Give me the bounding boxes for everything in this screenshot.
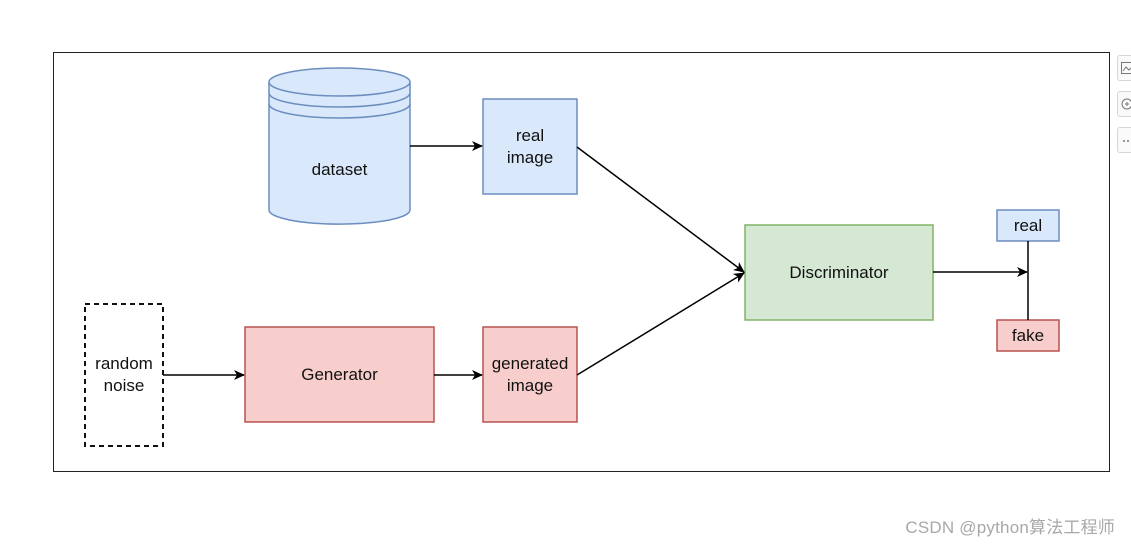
random-noise-label: random noise bbox=[95, 354, 153, 395]
real-image-box bbox=[482, 98, 578, 195]
real-image-to-discriminator-arrow bbox=[576, 146, 745, 273]
real-output-box bbox=[996, 209, 1060, 242]
generator-label: Generator bbox=[301, 364, 378, 384]
zoom-icon[interactable] bbox=[1117, 91, 1131, 117]
fake-output-box bbox=[996, 319, 1060, 352]
generated-image-to-discriminator-arrow bbox=[576, 272, 745, 376]
random-noise-box bbox=[84, 303, 164, 447]
dataset-label: dataset bbox=[311, 160, 368, 179]
generator-box bbox=[244, 326, 435, 423]
generated-image-box bbox=[482, 326, 578, 423]
image-icon[interactable] bbox=[1117, 55, 1131, 81]
watermark-text: CSDN @python算法工程师 bbox=[905, 518, 1115, 537]
real-output-label: real bbox=[1013, 215, 1043, 235]
generated-image-label: generated image bbox=[491, 353, 569, 395]
side-toolbar bbox=[1117, 55, 1131, 163]
real-image-label: real image bbox=[506, 125, 554, 167]
discriminator-label: Discriminator bbox=[789, 262, 889, 282]
diagram-frame bbox=[53, 52, 1110, 472]
more-icon[interactable] bbox=[1117, 127, 1131, 153]
discriminator-box bbox=[744, 224, 934, 321]
fake-output-label: fake bbox=[1011, 325, 1045, 345]
dataset-cylinder bbox=[268, 67, 411, 225]
